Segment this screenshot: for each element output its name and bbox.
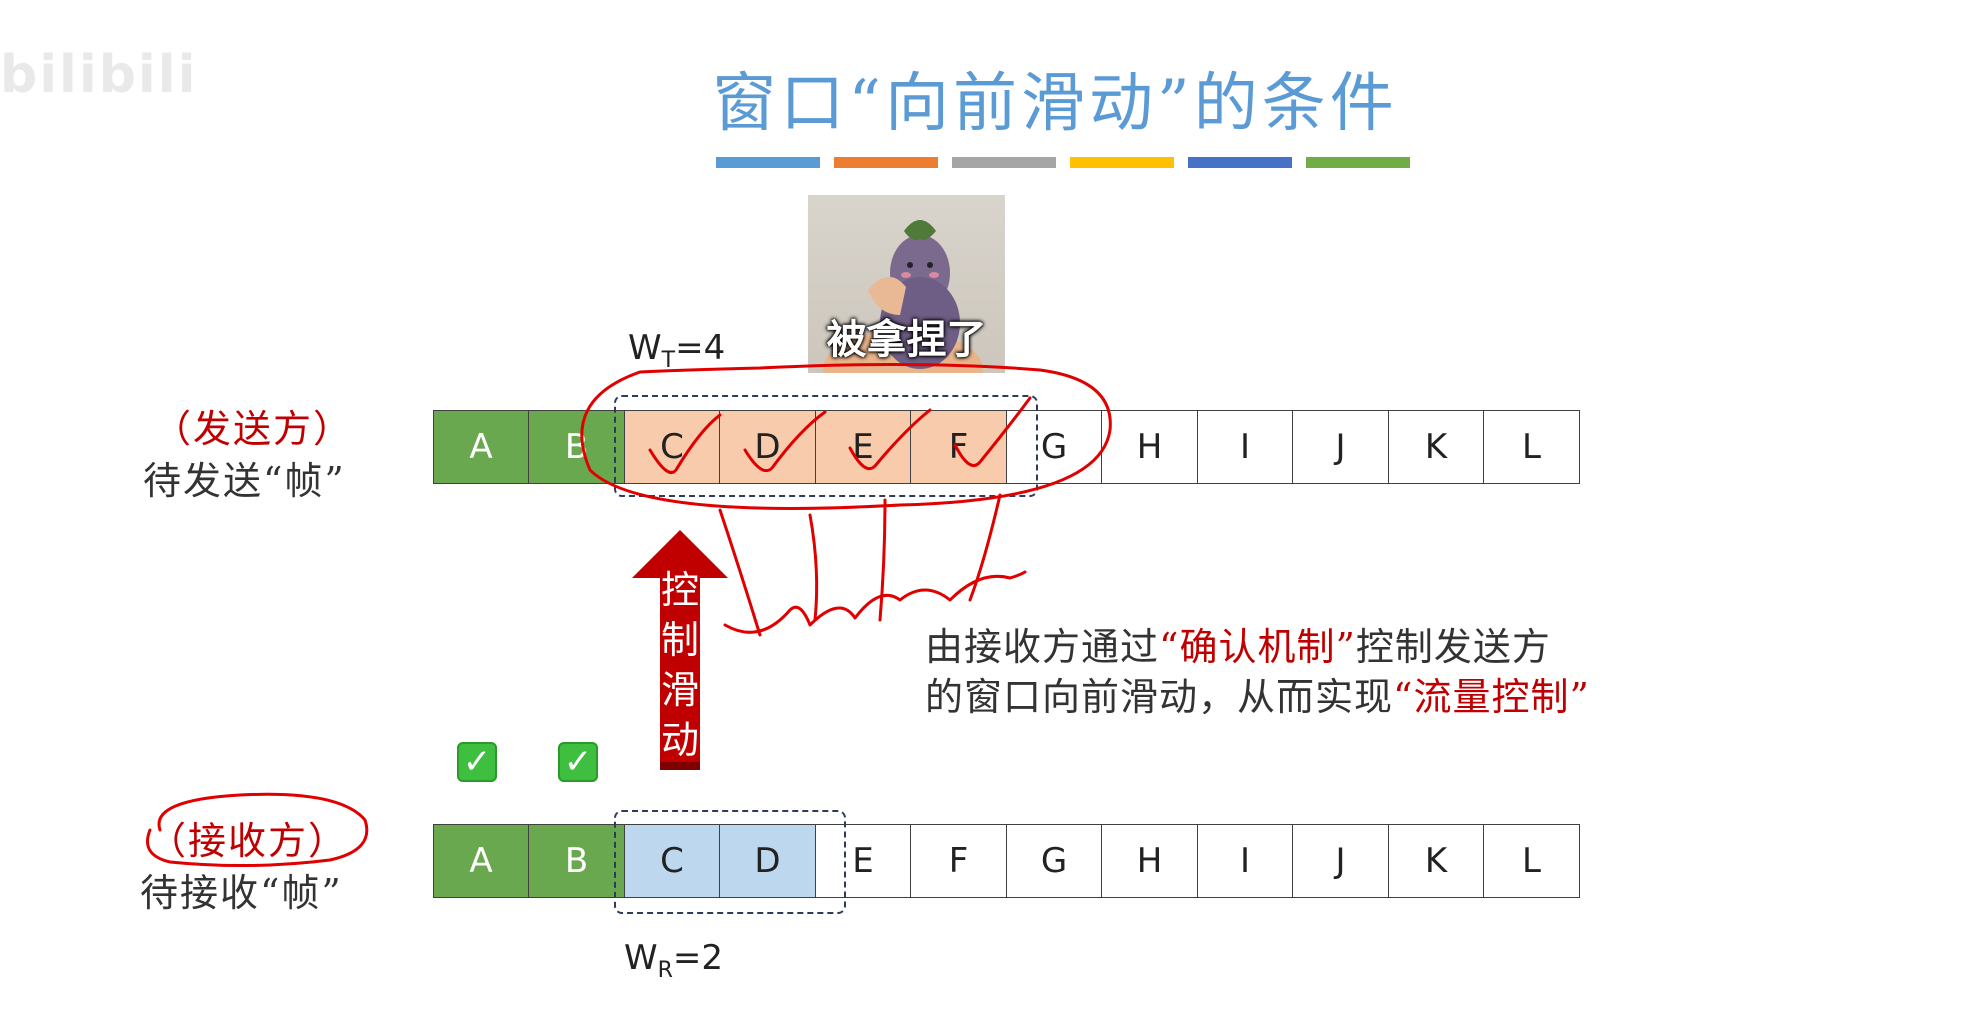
down-line-e	[880, 500, 885, 620]
check-stroke	[955, 398, 1030, 466]
sender-window-circle	[582, 364, 1110, 508]
down-line-c	[720, 510, 760, 635]
down-line-d	[810, 515, 817, 620]
check-stroke	[850, 410, 930, 469]
down-line-f	[970, 495, 1000, 600]
check-stroke	[745, 412, 825, 471]
receiver-role-circle	[148, 794, 367, 865]
check-stroke	[650, 415, 720, 473]
zigzag	[725, 572, 1025, 632]
